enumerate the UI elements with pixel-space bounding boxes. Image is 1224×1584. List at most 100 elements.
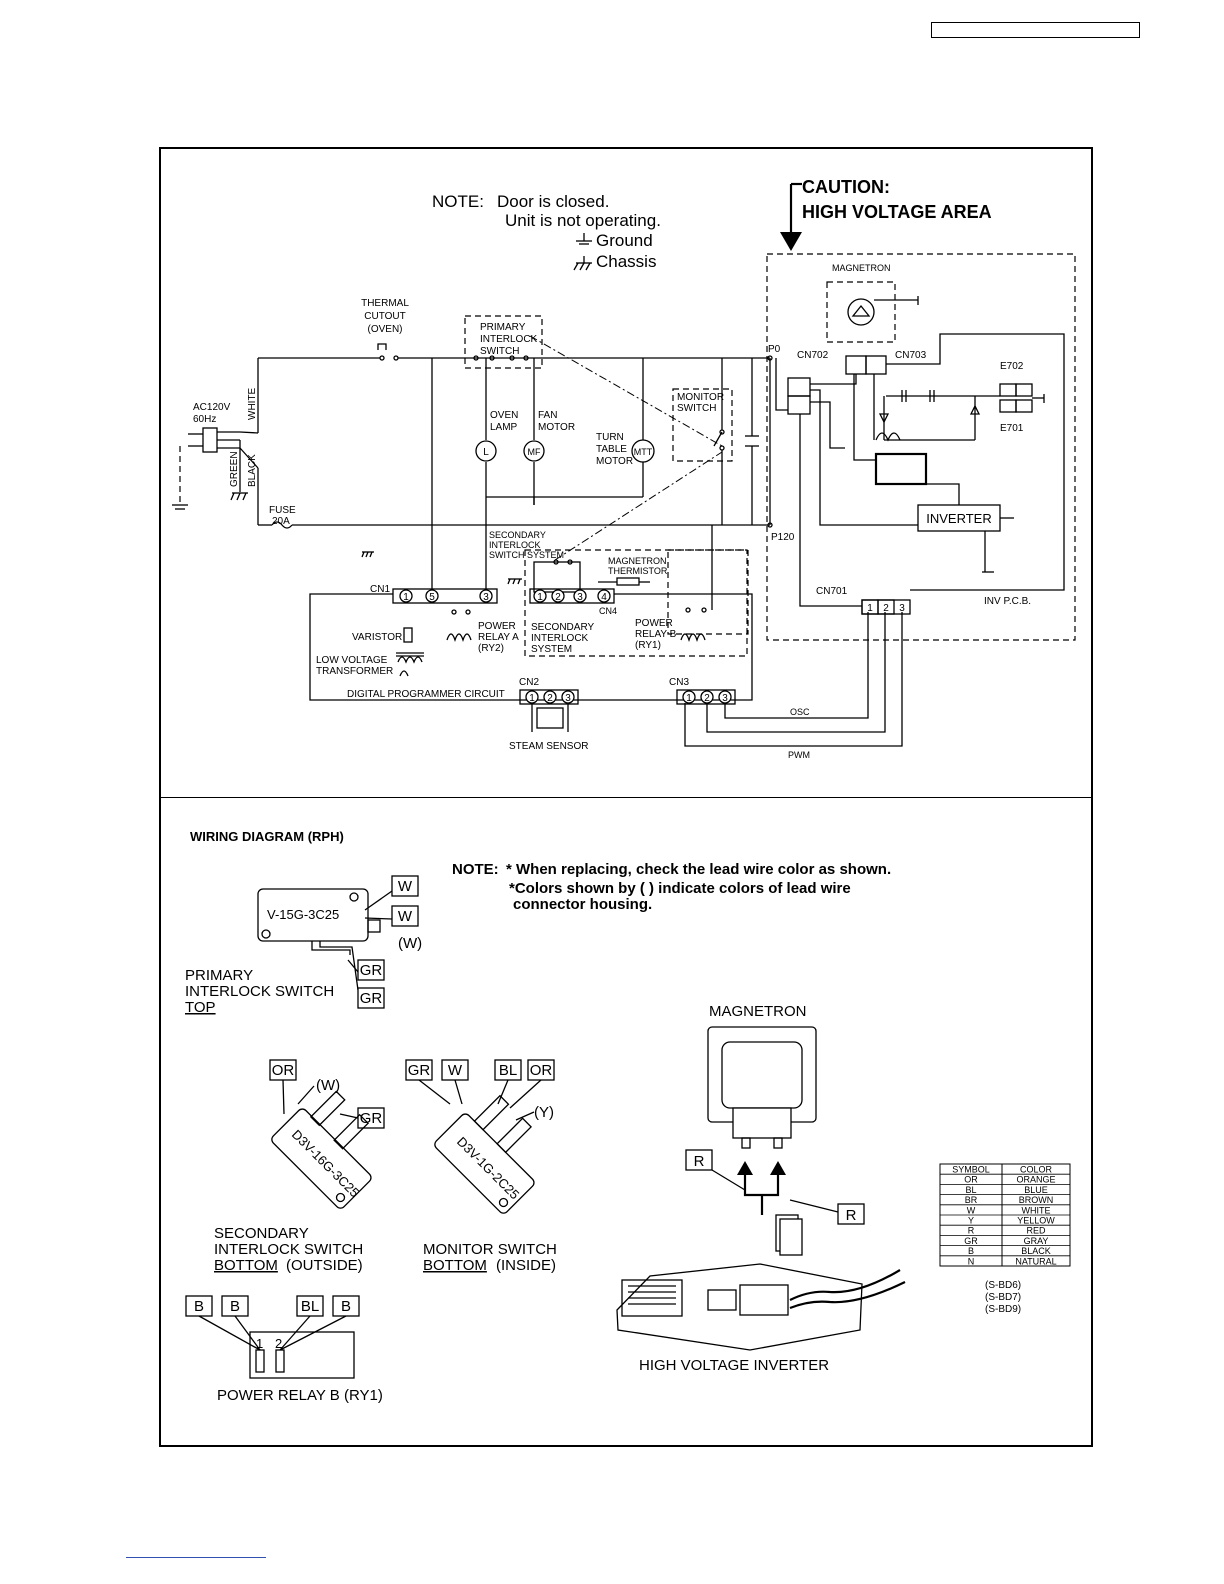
svg-text:MONITOR: MONITOR (677, 392, 724, 403)
svg-text:OR: OR (272, 1062, 295, 1079)
primary-part-number: V-15G-3C25 (267, 907, 339, 922)
svg-text:B: B (194, 1298, 204, 1315)
svg-text:3: 3 (899, 603, 905, 614)
color-table-color: NATURAL (1015, 1256, 1056, 1266)
svg-text:BL: BL (499, 1062, 517, 1079)
transformer-icon (397, 656, 423, 664)
svg-text:MOTOR: MOTOR (538, 422, 575, 433)
svg-text:(S-BD9): (S-BD9) (985, 1304, 1021, 1315)
svg-text:(INSIDE): (INSIDE) (496, 1257, 556, 1274)
svg-text:GR: GR (360, 990, 383, 1007)
color-table-symbol: W (967, 1205, 976, 1215)
ground-icon (576, 233, 592, 245)
svg-text:CN4: CN4 (599, 606, 617, 616)
svg-text:NOTE:: NOTE: (452, 861, 499, 878)
primary-interlock-switch: V-15G-3C25 W W (W) GR GR PRIMARY INTERLO… (185, 875, 422, 1016)
svg-text:INV P.C.B.: INV P.C.B. (984, 596, 1031, 607)
primary-interlock-box (464, 315, 543, 369)
fuse-label: FUSE (269, 505, 296, 516)
color-table-symbol: OR (964, 1175, 978, 1185)
secondary-interlock: SECONDARY INTERLOCK SWITCH SYSTEM (489, 451, 748, 657)
note-label: NOTE: (432, 192, 484, 211)
svg-text:THERMAL: THERMAL (361, 298, 409, 309)
svg-text:BL: BL (301, 1298, 319, 1315)
svg-text:(RY1): (RY1) (635, 640, 661, 651)
svg-text:BOTTOM: BOTTOM (214, 1257, 278, 1274)
svg-text:TOP: TOP (185, 999, 216, 1016)
high-voltage-circuit: P0 P120 MAGNETRON CN702 CN703 E702 E701 (767, 263, 1065, 615)
color-table-color: BLACK (1021, 1246, 1051, 1256)
ground-icon (172, 504, 188, 510)
magnetron-label: MAGNETRON (832, 263, 891, 273)
svg-text:INTERLOCK SWITCH: INTERLOCK SWITCH (185, 983, 334, 1000)
turntable-motor: TURN TABLE MOTOR MTT (596, 432, 655, 467)
svg-text:2: 2 (883, 603, 889, 614)
svg-text:R: R (846, 1207, 857, 1224)
color-table-symbol: GR (964, 1236, 978, 1246)
svg-text:POWER: POWER (478, 621, 516, 632)
steam-sensor-icon (536, 707, 564, 729)
svg-text:MOTOR: MOTOR (596, 456, 633, 467)
arrow-up-icon (770, 1161, 786, 1175)
svg-text:SECONDARY: SECONDARY (531, 622, 594, 633)
color-table-color: WHITE (1022, 1205, 1051, 1215)
svg-text:TABLE: TABLE (596, 444, 627, 455)
svg-text:P120: P120 (771, 532, 795, 543)
svg-text:MF: MF (528, 447, 541, 457)
svg-text:THERMISTOR: THERMISTOR (608, 566, 668, 576)
svg-text:RELAY B: RELAY B (635, 629, 677, 640)
svg-text:CN702: CN702 (797, 350, 829, 361)
ac-source: AC120V 60Hz WHITE GREEN BLACK FUSE 2 (172, 387, 296, 527)
svg-text:1: 1 (537, 592, 543, 603)
varistor-icon (403, 627, 413, 643)
color-table-symbol: R (968, 1226, 975, 1236)
svg-text:3: 3 (722, 693, 728, 704)
color-table-color: GRAY (1024, 1236, 1049, 1246)
cn1-connector: CN1 1 5 3 (370, 584, 498, 604)
magnetron-icon (847, 298, 875, 326)
svg-text:1: 1 (867, 603, 873, 614)
svg-text:W: W (448, 1062, 463, 1079)
osc-pwm-cable: OSC PWM (684, 612, 903, 760)
relay-a-coil-icon (446, 633, 472, 643)
fuse-icon (271, 521, 293, 529)
svg-text:SECONDARY: SECONDARY (214, 1225, 309, 1242)
color-table-color: BLUE (1024, 1185, 1048, 1195)
svg-text:LOW VOLTAGE: LOW VOLTAGE (316, 655, 388, 666)
svg-text:INVERTER: INVERTER (926, 511, 992, 526)
svg-text:W: W (398, 908, 413, 925)
svg-text:PWM: PWM (788, 750, 810, 760)
svg-text:L: L (483, 447, 489, 458)
svg-text:INTERLOCK: INTERLOCK (531, 633, 589, 644)
monitor-switch: MONITOR SWITCH (672, 388, 733, 462)
svg-text:(W): (W) (398, 935, 422, 952)
caution-title: CAUTION: (802, 177, 890, 197)
secondary-interlock-switch: OR (W) GR D3V-16G-3C25 SECONDARY INTERLO… (214, 1059, 385, 1274)
fan-motor-icon (523, 440, 545, 462)
cn2-connector: CN2 1 2 3 STEAM SENSOR (509, 677, 588, 752)
monitor-switch-wiring: GR W BL OR (Y) D3V-1G-2C25 MONITOR SWITC… (405, 1059, 557, 1274)
svg-text:PRIMARY: PRIMARY (185, 967, 253, 984)
svg-text:3: 3 (577, 592, 583, 603)
svg-text:CN703: CN703 (895, 350, 927, 361)
svg-text:B: B (341, 1298, 351, 1315)
svg-text:MAGNETRON: MAGNETRON (709, 1003, 807, 1020)
svg-text:SYSTEM: SYSTEM (531, 644, 572, 655)
svg-text:B: B (230, 1298, 240, 1315)
color-table-refs: (S-BD6) (S-BD7) (S-BD9) (985, 1280, 1021, 1315)
svg-text:PRIMARY: PRIMARY (480, 322, 526, 333)
color-table-symbol: BL (965, 1185, 976, 1195)
fan-motor: FAN MOTOR MF (523, 410, 575, 462)
svg-text:CN701: CN701 (816, 586, 848, 597)
caution-subtitle: HIGH VOLTAGE AREA (802, 202, 992, 222)
chassis-icon (573, 256, 592, 271)
svg-text:STEAM SENSOR: STEAM SENSOR (509, 741, 588, 752)
svg-text:AC120V: AC120V (193, 402, 231, 413)
svg-text:1: 1 (529, 693, 535, 704)
color-table-color: ORANGE (1016, 1175, 1055, 1185)
svg-text:MTT: MTT (634, 447, 653, 457)
svg-text:MONITOR SWITCH: MONITOR SWITCH (423, 1241, 557, 1258)
svg-text:(RY2): (RY2) (478, 643, 504, 654)
color-table-symbol: N (968, 1256, 975, 1266)
